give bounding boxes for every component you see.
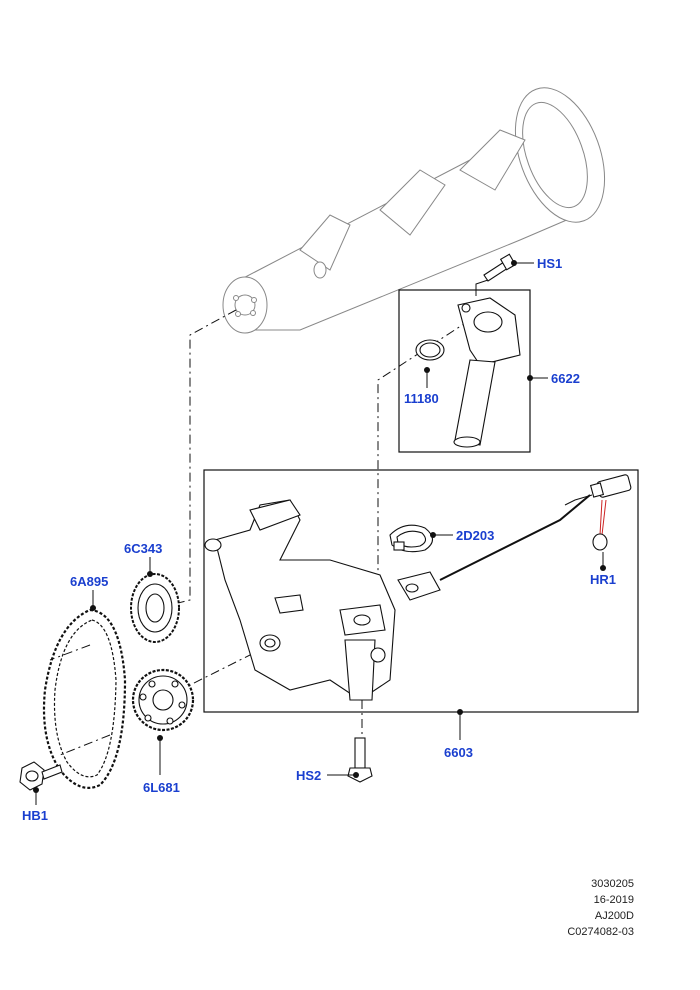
callout-6622: 6622 bbox=[551, 371, 580, 386]
callout-hr1: HR1 bbox=[590, 572, 616, 587]
callout-6c343: 6C343 bbox=[124, 541, 162, 556]
reference-line-2: 16-2019 bbox=[593, 894, 634, 906]
callout-6a895: 6A895 bbox=[70, 574, 108, 589]
oil-pickup-tube bbox=[453, 297, 521, 448]
pickup-tube-group-box bbox=[398, 289, 531, 453]
sprocket-6l681 bbox=[131, 668, 195, 732]
leader-lines bbox=[33, 260, 606, 805]
bolt-hs1 bbox=[483, 253, 517, 282]
oil-pump bbox=[204, 494, 591, 701]
reference-line-4: C0274082-03 bbox=[567, 926, 634, 938]
seal-ring bbox=[415, 339, 445, 361]
callout-hb1: HB1 bbox=[22, 808, 48, 823]
callout-hs1: HS1 bbox=[537, 256, 562, 271]
timing-chain bbox=[42, 608, 127, 789]
callout-hs2: HS2 bbox=[296, 768, 321, 783]
reference-block: 3030205 16-2019 AJ200D C0274082-03 bbox=[567, 878, 634, 938]
crankshaft bbox=[222, 87, 606, 334]
oil-pump-group-box bbox=[203, 469, 639, 713]
sensor-o-ring bbox=[592, 533, 608, 551]
sprocket-6c343 bbox=[130, 573, 180, 643]
reference-line-3: AJ200D bbox=[594, 910, 634, 922]
callout-6l681: 6L681 bbox=[143, 780, 180, 795]
callout-11180: 11180 bbox=[404, 391, 439, 406]
callout-2d203: 2D203 bbox=[456, 528, 494, 543]
sensor-red-leader-lines bbox=[599, 499, 607, 536]
gasket bbox=[389, 524, 434, 553]
reference-line-1: 3030205 bbox=[591, 878, 634, 890]
bolt-hb1 bbox=[19, 761, 63, 791]
oil-level-sensor bbox=[564, 474, 632, 506]
callout-6603: 6603 bbox=[444, 745, 473, 760]
